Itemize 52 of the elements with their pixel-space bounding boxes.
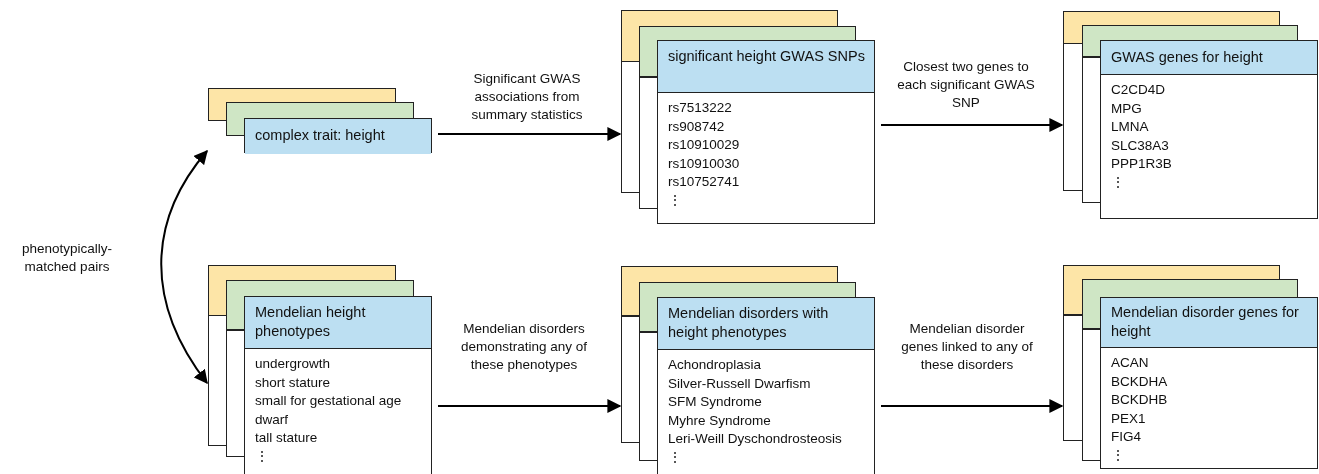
ellipsis-mark: ⋮	[668, 191, 682, 210]
list-item: dwarf	[255, 410, 288, 429]
card-heading: Mendelian height phenotypes	[255, 303, 367, 341]
list-item: rs908742	[668, 117, 725, 136]
edge-label: Closest two genes to each significant GWAS SNP	[896, 58, 1036, 112]
list-item: tall stature	[255, 429, 318, 447]
list-item: Myhre Syndrome	[668, 411, 771, 430]
card-stack	[1063, 11, 1318, 219]
edge-label: Mendelian disorders demonstrating any of these phenotypes	[459, 320, 589, 374]
arrow	[437, 127, 622, 141]
list-item: BCKDHB	[1111, 391, 1168, 409]
list-item: Leri-Weill Dyschondrosteosis	[668, 430, 842, 448]
list-item: Achondroplasia	[668, 356, 762, 374]
list-item: C2CD4D	[1111, 81, 1165, 99]
card-heading: GWAS genes for height	[1111, 47, 1264, 67]
ellipsis-mark: ⋮	[668, 448, 682, 467]
arrow	[880, 118, 1064, 132]
list-item: ACAN	[1111, 354, 1149, 372]
list-item: short stature	[255, 373, 331, 392]
list-item: MPG	[1111, 99, 1142, 118]
ellipsis-mark: ⋮	[255, 447, 269, 466]
card-heading: Mendelian disorder genes for height	[1111, 303, 1300, 341]
ellipsis-mark: ⋮	[1111, 173, 1125, 192]
card-stack	[208, 265, 432, 474]
card-heading: Mendelian disorders with height phenotypes	[668, 304, 830, 342]
card-heading: significant height GWAS SNPs	[668, 47, 866, 66]
list-item: rs10910029	[668, 136, 740, 154]
list-item: PEX1	[1111, 409, 1146, 428]
curved-double-arrow	[160, 149, 208, 385]
list-item: small for gestational age	[255, 392, 402, 410]
edge-label: Significant GWAS associations from summary statistics	[470, 70, 584, 124]
list-item: rs10910030	[668, 154, 740, 173]
card-stack	[621, 266, 875, 474]
edge-label: Mendelian disorder genes linked to any of these disorders	[900, 320, 1034, 374]
card-stack	[1063, 265, 1318, 469]
list-item: FIG4	[1111, 428, 1141, 446]
card-stack	[208, 88, 432, 153]
list-item: Silver-Russell Dwarfism	[668, 374, 811, 393]
arrow	[880, 399, 1064, 413]
list-item: LMNA	[1111, 118, 1149, 136]
edge-label: phenotypically-matched pairs	[20, 240, 114, 276]
ellipsis-mark: ⋮	[1111, 446, 1125, 465]
list-item: BCKDHA	[1111, 372, 1168, 391]
list-item: PPP1R3B	[1111, 155, 1172, 173]
card-stack	[621, 10, 875, 224]
list-item: SLC38A3	[1111, 136, 1169, 155]
arrow	[437, 399, 622, 413]
list-item: rs10752741	[668, 173, 740, 191]
list-item: rs7513222	[668, 99, 732, 117]
list-item: SFM Syndrome	[668, 393, 762, 411]
list-item: undergrowth	[255, 355, 331, 373]
card-heading: complex trait: height	[255, 126, 386, 145]
